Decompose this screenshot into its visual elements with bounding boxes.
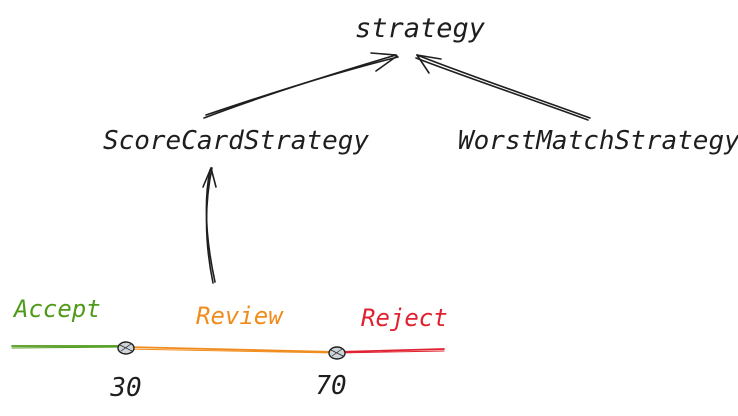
threshold-label-30: 30 [109, 373, 141, 403]
zone-label-reject: Reject [361, 304, 448, 332]
zone-label-accept: Accept [12, 295, 101, 323]
node-scorecard-strategy: ScoreCardStrategy [103, 126, 369, 156]
arrow-scorecard-to-strategy [203, 52, 399, 119]
score-scale [11, 345, 445, 354]
node-worst-match-strategy: WorstMatchStrategy [458, 126, 738, 156]
arrow-worst-match-to-strategy [415, 54, 591, 121]
threshold-label-70: 70 [315, 371, 346, 401]
threshold-marker-30 [117, 341, 135, 355]
review-segment [125, 346, 337, 353]
threshold-marker-70 [328, 346, 346, 360]
arrow-scale-to-scorecard [202, 167, 217, 284]
node-strategy: strategy [355, 13, 486, 44]
reject-segment [335, 348, 445, 353]
zone-label-review: Review [196, 302, 284, 330]
